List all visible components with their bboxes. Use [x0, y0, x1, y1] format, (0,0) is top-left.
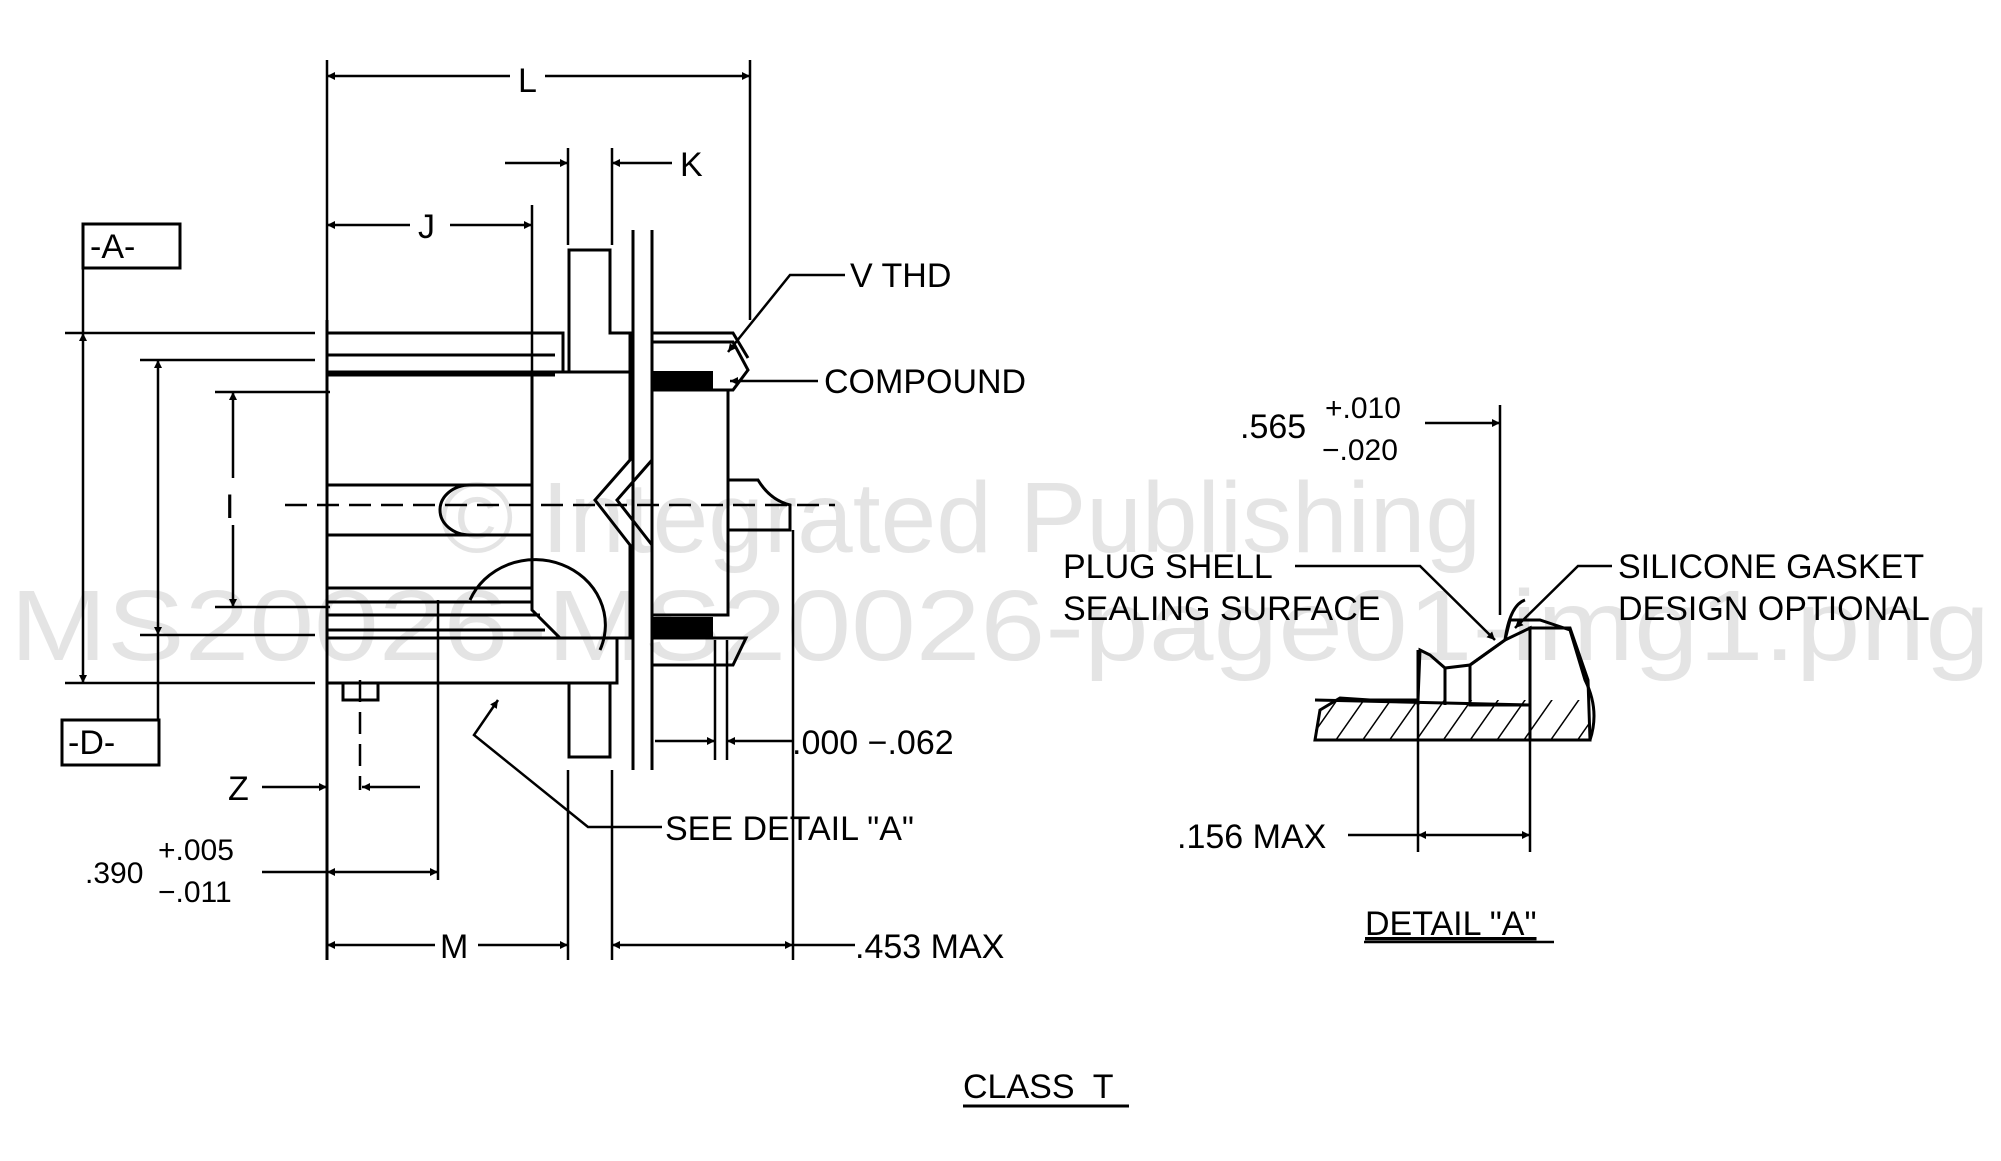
dim-J: J [418, 208, 435, 246]
gasket-line2: DESIGN OPTIONAL [1618, 590, 1930, 628]
shell-top [325, 331, 565, 374]
datum-a: -A- [90, 228, 135, 266]
datum-d: -D- [68, 724, 115, 762]
detail-a-view: .565 +.010 −.020 .156 MAX PLUG SHELL SEA… [1063, 392, 1930, 944]
detail-a-circle [468, 558, 607, 651]
callout-compound: COMPOUND [824, 363, 1026, 401]
plug-shell-line1: PLUG SHELL [1063, 548, 1273, 586]
dim-453-max: .453 MAX [855, 928, 1004, 966]
dim-K: K [680, 146, 703, 184]
detail-gasket [1468, 625, 1532, 707]
dim-000-062: .000 −.062 [792, 724, 954, 762]
gasket-line1: SILICONE GASKET [1618, 548, 1924, 586]
callout-v-thd: V THD [850, 257, 951, 295]
contact-pin [327, 483, 471, 537]
dim-390-nominal: .390 [85, 857, 143, 890]
detail-a-title: DETAIL "A" [1365, 905, 1537, 943]
compound-top [651, 371, 713, 391]
flange-upper [567, 248, 632, 374]
detail-dim-565-minus: −.020 [1322, 434, 1398, 467]
detail-dim-156-max: .156 MAX [1177, 818, 1326, 856]
dim-390-minus: −.011 [158, 876, 232, 909]
plug-shell-line2: SEALING SURFACE [1063, 590, 1380, 628]
compound-bottom [651, 617, 713, 637]
drawing-title: CLASS T [963, 1068, 1114, 1106]
detail-dim-565-plus: +.010 [1325, 392, 1401, 425]
callout-see-detail-a: SEE DETAIL "A" [665, 810, 914, 848]
dim-390-plus: +.005 [158, 834, 234, 867]
flange-lower [567, 681, 612, 759]
dim-Z: Z [228, 770, 249, 808]
dim-I: I [225, 488, 234, 526]
connector-section-view [285, 205, 835, 960]
callouts: V THD COMPOUND SEE DETAIL "A" [472, 257, 1026, 848]
dimensions: L K J -A- -D- I Z [60, 60, 1004, 966]
insert-left [530, 370, 632, 640]
watermark-line1: © Integrated Publishing [440, 462, 1481, 574]
detail-dim-565-nominal: .565 [1240, 408, 1306, 446]
dim-L: L [518, 62, 537, 100]
dim-M: M [440, 928, 468, 966]
